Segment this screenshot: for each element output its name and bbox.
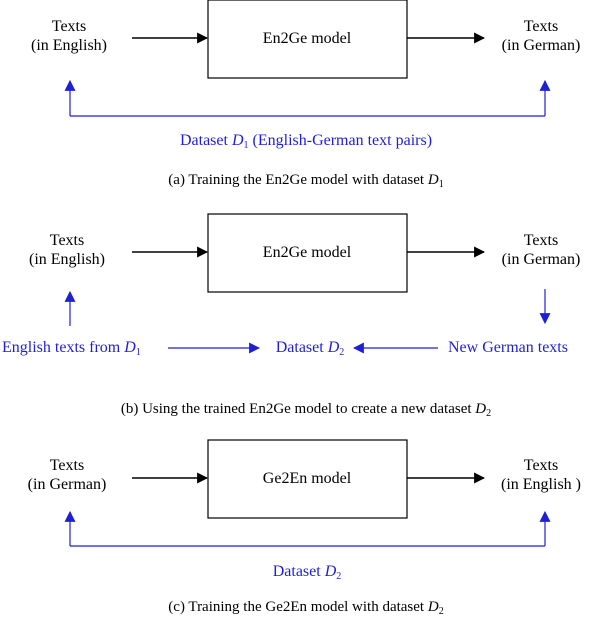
left-prefix: English texts from [2,339,125,356]
dataset-prefix: Dataset [275,339,328,356]
caption-var: D [427,599,439,615]
model-label-c: Ge2En model [262,470,352,487]
dataset-sub: 1 [243,140,249,151]
caption-b: (b) Using the trained En2Ge model to cre… [121,400,491,419]
model-label-b: En2Ge model [262,244,352,261]
output-line-2: (in German) [501,37,581,54]
left-sub: 1 [135,347,141,358]
dataset-var: D [231,132,244,149]
input-line-1: Texts [49,232,85,249]
output-label-b: Texts (in German) [502,231,581,269]
output-line-1: Texts [523,18,559,35]
caption-sub: 2 [438,606,444,617]
dataset-var: D [324,563,337,580]
caption-var: D [427,172,439,188]
dataset-prefix: Dataset [272,563,325,580]
dataset-prefix: Dataset [179,132,232,149]
dataset-label-c: Dataset D2 [272,562,342,582]
dataset-var: D [327,339,340,356]
output-line-2: (in English ) [501,476,581,493]
dataset-suffix: (English-German text pairs) [248,132,433,149]
input-label-b: Texts (in English) [29,231,105,269]
input-line-2: (in English) [29,251,105,268]
caption-c: (c) Training the Ge2En model with datase… [168,598,443,617]
output-label-c: Texts (in English ) [501,456,581,494]
new-german-texts-label-b: New German texts [448,339,568,356]
english-texts-label-b: English texts from D1 [2,338,141,358]
model-label-a: En2Ge model [262,30,352,47]
caption-prefix: (b) Using the trained En2Ge model to cre… [120,401,476,417]
dataset-label-b: Dataset D2 [275,338,345,358]
dataset-sub: 2 [336,571,342,582]
input-line-1: Texts [49,457,85,474]
left-var: D [124,339,136,356]
caption-a: (a) Training the En2Ge model with datase… [168,171,443,190]
input-line-2: (in German) [27,476,107,493]
input-label-c: Texts (in German) [28,456,107,494]
dataset-label-a: Dataset D1 (English-German text pairs) [179,131,433,151]
output-label-a: Texts (in German) [502,17,581,55]
input-label-a: Texts (in English) [31,17,107,55]
caption-var: D [475,401,487,417]
caption-sub: 1 [438,179,444,190]
output-line-2: (in German) [501,251,581,268]
input-line-1: Texts [51,18,87,35]
input-line-2: (in English) [31,37,107,54]
output-line-1: Texts [523,457,559,474]
caption-prefix: (a) Training the En2Ge model with datase… [168,172,428,188]
caption-sub: 2 [486,408,492,419]
caption-prefix: (c) Training the Ge2En model with datase… [168,599,428,615]
output-line-1: Texts [523,232,559,249]
dataset-sub: 2 [339,347,345,358]
